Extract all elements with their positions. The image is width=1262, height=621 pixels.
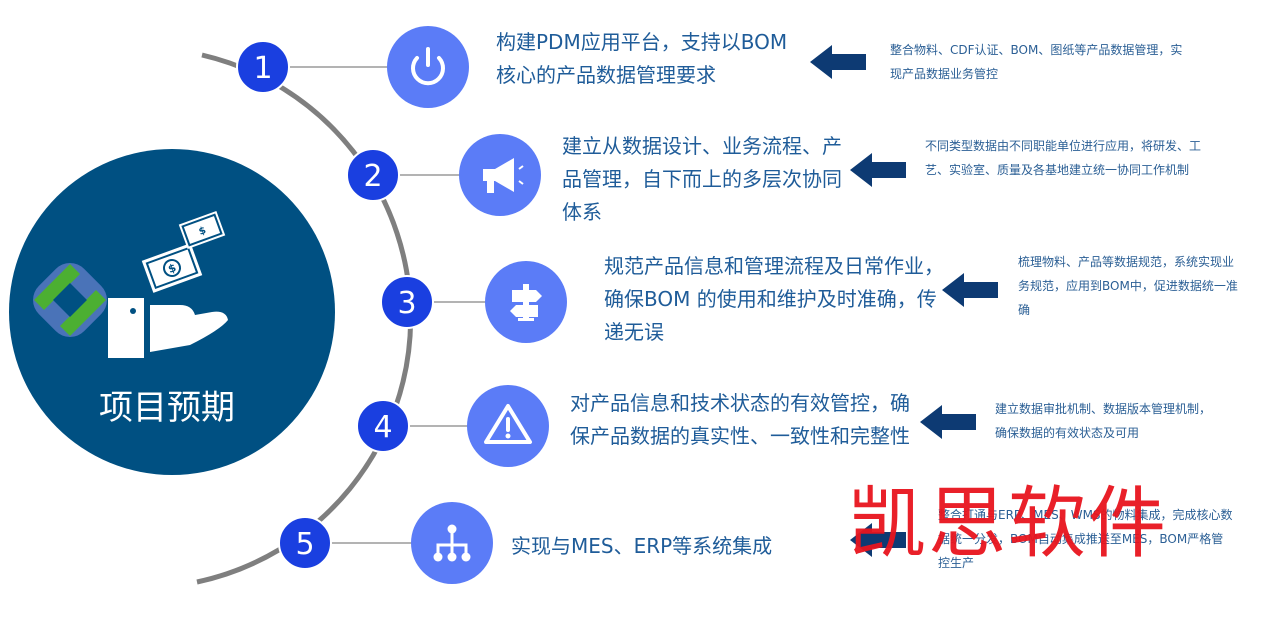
left-arrow-icon (942, 273, 998, 307)
item-note-1: 整合物料、CDF认证、BOM、图纸等产品数据管理，实现产品数据业务管控 (890, 43, 1183, 81)
item-text-2: 建立从数据设计、业务流程、产品管理，自下而上的多层次协同体系 (562, 134, 842, 224)
left-arrow-icon (810, 45, 866, 79)
item-text-3: 规范产品信息和管理流程及日常作业，确保BOM 的使用和维护及时准确，传递无误 (604, 254, 944, 344)
item-text-1: 构建PDM应用平台，支持以BOM核心的产品数据管理要求 (496, 30, 788, 87)
number-label: 5 (295, 527, 314, 562)
watermark: 凯思软件 (848, 479, 1169, 569)
item-text-4: 对产品信息和技术状态的有效管控，确保产品数据的真实性、一致性和完整性 (570, 391, 910, 448)
megaphone-icon (459, 134, 541, 216)
company-logo-icon (33, 263, 107, 337)
number-badge-2: 2 (346, 148, 400, 202)
left-arrow-icon (850, 153, 906, 187)
item-note-2: 不同类型数据由不同职能单位进行应用，将研发、工艺、实验室、质量及各基地建立统一协… (925, 139, 1202, 177)
number-label: 2 (363, 159, 382, 194)
hierarchy-icon (411, 502, 493, 584)
power-icon (387, 26, 469, 108)
number-badge-1: 1 (236, 40, 290, 94)
number-badge-3: 3 (380, 275, 434, 329)
number-label: 4 (373, 410, 392, 445)
item-text-5: 实现与MES、ERP等系统集成 (511, 534, 773, 558)
item-note-4: 建立数据审批机制、数据版本管理机制，确保数据的有效状态及可用 (995, 402, 1212, 440)
svg-text:$: $ (197, 225, 207, 238)
left-arrow-icon (920, 405, 976, 439)
item-note-3: 梳理物料、产品等数据规范，系统实现业务规范，应用到BOM中，促进数据统一准确 (1018, 255, 1238, 317)
number-label: 1 (253, 51, 272, 86)
number-label: 3 (397, 286, 416, 321)
signpost-icon (485, 261, 567, 343)
svg-text:$: $ (166, 261, 178, 276)
warning-icon (467, 385, 549, 467)
item-note-5: 整合打通与ERP、MES、WMS的物料集成，完成核心数据统一分发，BOM自动集成… (938, 508, 1233, 570)
hand-money-icon: $ $ (108, 210, 228, 358)
number-badge-4: 4 (356, 399, 410, 453)
left-arrow-icon (850, 523, 906, 557)
center-title: 项目预期 (99, 388, 235, 428)
number-badge-5: 5 (278, 516, 332, 570)
